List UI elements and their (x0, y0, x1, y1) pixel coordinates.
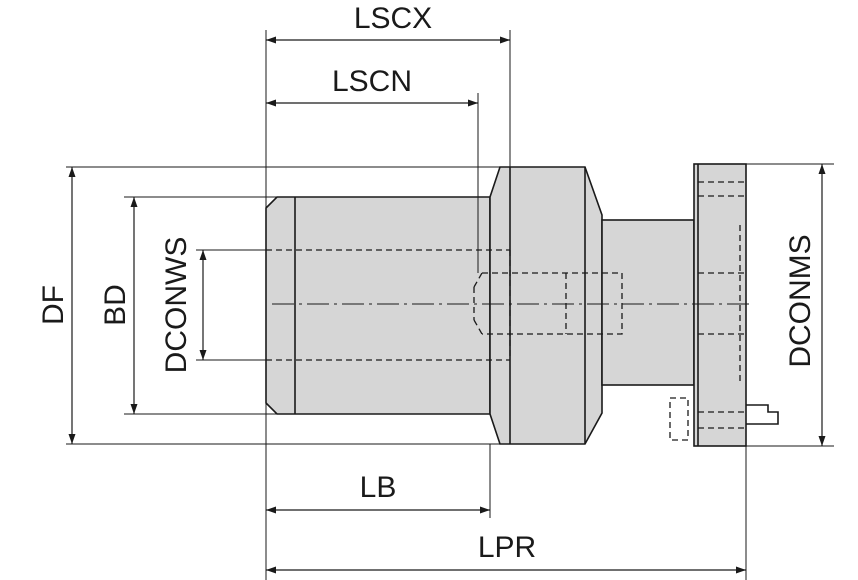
dimension-lines (68, 36, 826, 574)
adapter-body (265, 163, 779, 447)
lpr-label: LPR (478, 531, 536, 564)
neck (601, 219, 695, 386)
lb-label: LB (360, 471, 397, 504)
screw-pin (746, 404, 779, 425)
lscn-label: LSCN (332, 65, 412, 98)
lscx-label: LSCX (354, 2, 432, 35)
df-label: DF (37, 285, 70, 325)
screw-head-hidden (669, 397, 689, 441)
thread-tip-top-hidden (473, 272, 483, 288)
extension-lines (66, 30, 834, 580)
front-cylinder (265, 196, 491, 415)
dconws-label: DCONWS (160, 237, 193, 374)
dimension-labels: LSCX LSCN DF BD DCONWS DCONMS LB LPR (37, 2, 817, 564)
thread-tip-bottom-hidden (473, 319, 483, 335)
rear-flange (693, 163, 747, 447)
dconms-label: DCONMS (784, 234, 817, 367)
bd-label: BD (99, 284, 132, 326)
